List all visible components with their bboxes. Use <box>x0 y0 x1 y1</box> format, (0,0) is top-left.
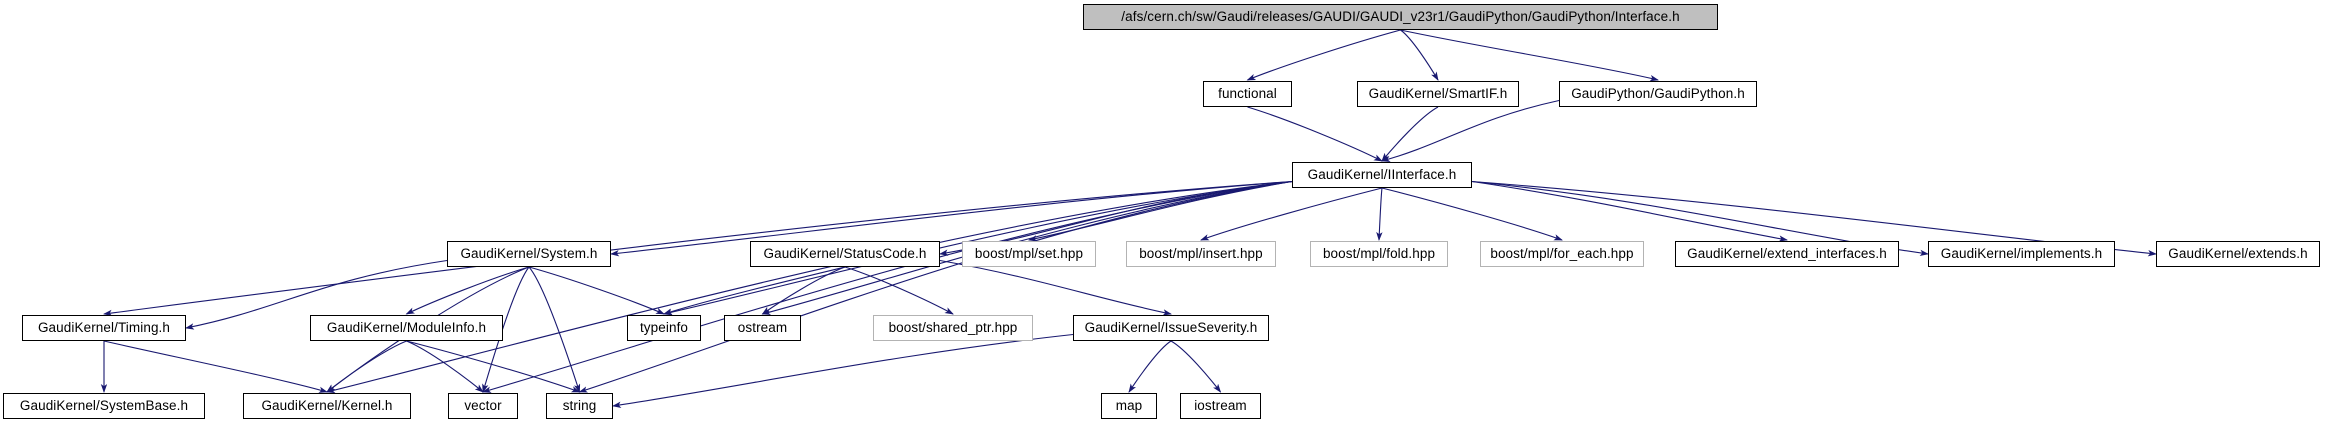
graph-edge-system-to-string <box>528 266 581 393</box>
graph-edge-root-to-smartif <box>1400 29 1439 81</box>
graph-node-smartif[interactable]: GaudiKernel/SmartIF.h <box>1357 81 1519 107</box>
graph-node-functional[interactable]: functional <box>1203 81 1292 107</box>
graph-edge-timing-to-kernel <box>103 340 328 393</box>
graph-node-label: typeinfo <box>639 320 689 336</box>
graph-edge-functional-to-iinterface <box>1247 106 1383 162</box>
graph-node-label: GaudiKernel/SmartIF.h <box>1368 86 1508 102</box>
graph-edge-statuscode-to-sharedptr <box>844 266 954 315</box>
graph-edge-iinterface-to-mplinsert <box>1200 187 1383 241</box>
graph-node-label: GaudiKernel/IssueSeverity.h <box>1084 320 1258 336</box>
graph-node-implements[interactable]: GaudiKernel/implements.h <box>1928 241 2115 267</box>
graph-edge-iinterface-to-mplforeach <box>1381 187 1563 241</box>
graph-node-ostream[interactable]: ostream <box>724 315 801 341</box>
graph-node-label: functional <box>1218 86 1277 102</box>
graph-node-string[interactable]: string <box>546 393 613 419</box>
graph-node-iinterface[interactable]: GaudiKernel/IInterface.h <box>1292 162 1472 188</box>
graph-node-label: boost/mpl/set.hpp <box>974 246 1084 262</box>
graph-node-label: GaudiKernel/extend_interfaces.h <box>1687 246 1887 262</box>
graph-node-label: GaudiKernel/IInterface.h <box>1307 167 1457 183</box>
graph-node-statuscode[interactable]: GaudiKernel/StatusCode.h <box>750 241 940 267</box>
graph-node-label: /afs/cern.ch/sw/Gaudi/releases/GAUDI/GAU… <box>1121 9 1680 25</box>
graph-node-sharedptr[interactable]: boost/shared_ptr.hpp <box>873 315 1033 341</box>
graph-node-label: GaudiKernel/System.h <box>460 246 598 262</box>
graph-node-label: GaudiKernel/StatusCode.h <box>763 246 927 262</box>
graph-node-vector[interactable]: vector <box>448 393 518 419</box>
graph-edge-gaudipython-to-iinterface <box>1381 99 1560 162</box>
graph-edge-issueseverity-to-map <box>1128 340 1172 393</box>
graph-edge-statuscode-to-typeinfo <box>663 266 846 315</box>
graph-node-extendif[interactable]: GaudiKernel/extend_interfaces.h <box>1675 241 1899 267</box>
graph-edge-iinterface-to-timing <box>103 180 1293 317</box>
graph-edge-iinterface-to-vector <box>482 180 1293 393</box>
graph-edge-iinterface-to-extendif <box>1471 180 1788 242</box>
graph-edge-smartif-to-iinterface <box>1381 106 1439 162</box>
graph-edge-moduleinfo-to-string <box>406 340 581 393</box>
graph-node-typeinfo[interactable]: typeinfo <box>627 315 701 341</box>
graph-node-mplfold[interactable]: boost/mpl/fold.hpp <box>1310 241 1448 267</box>
graph-node-label: GaudiKernel/implements.h <box>1940 246 2103 262</box>
graph-edge-iinterface-to-string <box>578 180 1293 393</box>
graph-edge-system-to-typeinfo <box>528 266 665 315</box>
graph-edge-iinterface-to-mplfold <box>1376 187 1383 241</box>
graph-edge-moduleinfo-to-kernel <box>326 340 407 393</box>
graph-edge-root-to-gaudipython <box>1400 29 1659 82</box>
graph-node-label: GaudiPython/GaudiPython.h <box>1571 86 1745 102</box>
graph-node-extends[interactable]: GaudiKernel/extends.h <box>2156 241 2320 267</box>
graph-node-label: boost/shared_ptr.hpp <box>888 320 1018 336</box>
graph-node-moduleinfo[interactable]: GaudiKernel/ModuleInfo.h <box>310 315 503 341</box>
graph-edge-issueseverity-to-iostream <box>1170 340 1222 393</box>
graph-node-root[interactable]: /afs/cern.ch/sw/Gaudi/releases/GAUDI/GAU… <box>1083 4 1718 30</box>
graph-node-label: GaudiKernel/Kernel.h <box>261 398 393 414</box>
graph-node-label: GaudiKernel/Timing.h <box>37 320 171 336</box>
graph-node-label: boost/mpl/fold.hpp <box>1322 246 1436 262</box>
graph-node-label: map <box>1115 398 1143 414</box>
graph-node-label: GaudiKernel/extends.h <box>2168 246 2308 262</box>
graph-edge-system-to-moduleinfo <box>405 266 530 315</box>
graph-edge-issueseverity-to-string <box>612 333 1074 408</box>
graph-node-systembase[interactable]: GaudiKernel/SystemBase.h <box>3 393 205 419</box>
graph-node-mplinsert[interactable]: boost/mpl/insert.hpp <box>1126 241 1276 267</box>
graph-node-label: ostream <box>737 320 788 336</box>
graph-node-mplforeach[interactable]: boost/mpl/for_each.hpp <box>1480 241 1644 267</box>
graph-edge-iinterface-to-mplset <box>1028 180 1293 242</box>
graph-node-timing[interactable]: GaudiKernel/Timing.h <box>22 315 186 341</box>
graph-node-system[interactable]: GaudiKernel/System.h <box>447 241 611 267</box>
graph-node-iostream[interactable]: iostream <box>1180 393 1261 419</box>
graph-node-mplset[interactable]: boost/mpl/set.hpp <box>962 241 1096 267</box>
graph-node-label: GaudiKernel/SystemBase.h <box>19 398 189 414</box>
graph-node-map[interactable]: map <box>1101 393 1157 419</box>
graph-edge-statuscode-to-issueseverity <box>939 259 1172 316</box>
graph-node-label: vector <box>464 398 502 414</box>
graph-node-kernel[interactable]: GaudiKernel/Kernel.h <box>243 393 411 419</box>
graph-node-label: GaudiKernel/ModuleInfo.h <box>326 320 487 336</box>
graph-node-label: boost/mpl/insert.hpp <box>1139 246 1263 262</box>
graph-edge-moduleinfo-to-vector <box>406 340 484 393</box>
graph-node-label: iostream <box>1194 398 1247 414</box>
graph-edge-root-to-functional <box>1246 29 1401 81</box>
graph-edge-iinterface-to-kernel <box>326 180 1293 394</box>
graph-node-label: boost/mpl/for_each.hpp <box>1490 246 1634 262</box>
graph-edge-statuscode-to-ostream <box>761 266 846 315</box>
graph-node-issueseverity[interactable]: GaudiKernel/IssueSeverity.h <box>1073 315 1269 341</box>
graph-node-label: string <box>562 398 597 414</box>
graph-node-gaudipython[interactable]: GaudiPython/GaudiPython.h <box>1559 81 1757 107</box>
